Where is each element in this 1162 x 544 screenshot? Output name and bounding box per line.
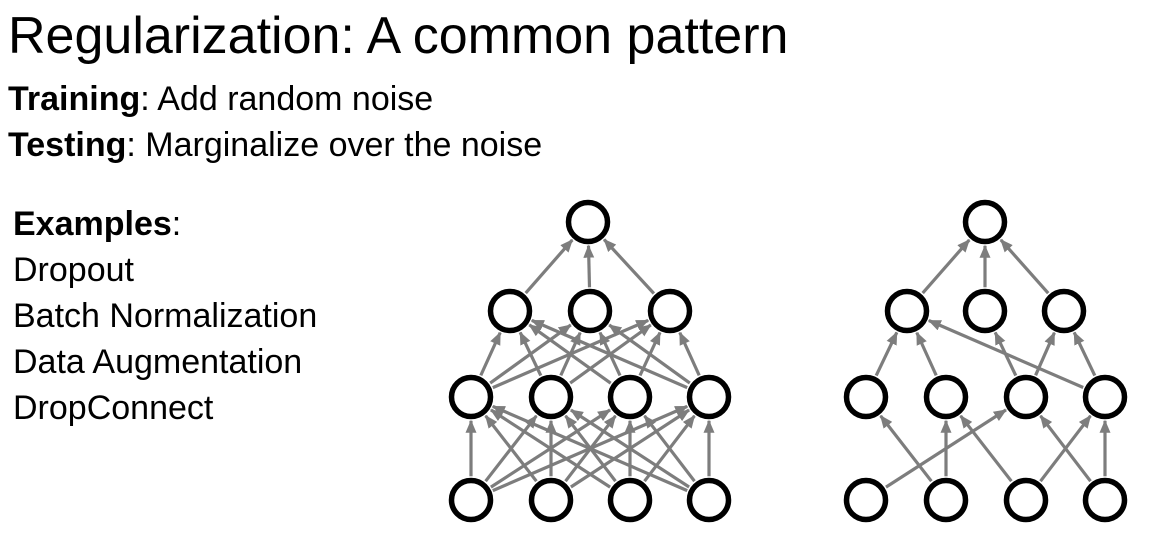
connection-arrow <box>915 331 938 377</box>
connection-arrow <box>999 238 1050 295</box>
testing-text: : Marginalize over the noise <box>126 126 543 164</box>
neuron-node <box>1003 374 1049 420</box>
connection-arrow <box>1039 414 1092 483</box>
connection-arrow <box>879 414 933 483</box>
neuron-node <box>1041 288 1087 334</box>
connection-arrow <box>490 408 611 489</box>
subtitle-block: Training: Add random noise Testing: Marg… <box>8 76 542 168</box>
connection-arrow <box>518 331 543 377</box>
training-line: Training: Add random noise <box>8 76 542 122</box>
connection-arrow <box>885 408 1007 489</box>
testing-line: Testing: Marginalize over the noise <box>8 122 542 168</box>
neuron-node <box>528 374 574 420</box>
neuron-node <box>528 477 574 523</box>
examples-item: Data Augmentation <box>13 343 303 381</box>
neuron-node <box>923 374 969 420</box>
testing-label: Testing <box>8 126 127 164</box>
connection-arrow <box>993 331 1018 377</box>
examples-heading-label: Examples <box>13 205 172 243</box>
neuron-node <box>487 288 533 334</box>
connection-arrow <box>678 331 701 377</box>
connection-arrow <box>524 238 574 295</box>
neuron-node <box>1082 477 1128 523</box>
connection-arrow <box>1034 331 1056 376</box>
training-text: : Add random noise <box>140 80 434 118</box>
connection-arrow <box>1072 331 1097 377</box>
neuron-node <box>962 288 1008 334</box>
connection-arrow <box>874 331 899 377</box>
examples-heading: Examples: <box>13 201 317 247</box>
connection-arrow <box>959 414 1013 483</box>
neuron-node <box>607 477 653 523</box>
dropconnect-sparse-network <box>843 199 1128 523</box>
fully-connected-network <box>448 199 732 523</box>
neuron-node <box>607 374 653 420</box>
connection-arrow <box>643 414 696 483</box>
neuron-node <box>923 477 969 523</box>
connection-arrow <box>921 238 971 295</box>
neuron-node <box>1003 477 1049 523</box>
connection-arrow <box>491 404 688 493</box>
neuron-node <box>567 288 613 334</box>
connection-arrow <box>479 331 502 377</box>
examples-item: Batch Normalization <box>13 297 318 335</box>
neuron-node <box>686 477 732 523</box>
neuron-node <box>962 199 1008 245</box>
examples-item: DropConnect <box>13 389 214 427</box>
neuron-node <box>884 288 930 334</box>
examples-heading-colon: : <box>171 205 182 243</box>
neuron-node <box>843 374 889 420</box>
examples-item: Dropout <box>13 251 134 289</box>
connection-arrow <box>602 238 656 295</box>
connection-arrow <box>484 414 538 483</box>
neuron-node <box>1082 374 1128 420</box>
neuron-node <box>565 199 611 245</box>
connection-arrow <box>608 323 691 385</box>
connection-arrow <box>570 408 690 489</box>
connection-arrow <box>530 318 688 390</box>
neuron-node <box>843 477 889 523</box>
neuron-node <box>686 374 732 420</box>
training-label: Training <box>8 80 141 118</box>
neuron-node <box>448 477 494 523</box>
neuron-node <box>647 288 693 334</box>
connection-arrow <box>583 244 595 288</box>
connection-arrow <box>528 323 612 385</box>
neuron-node <box>448 374 494 420</box>
slide-title: Regularization: A common pattern <box>8 7 789 65</box>
